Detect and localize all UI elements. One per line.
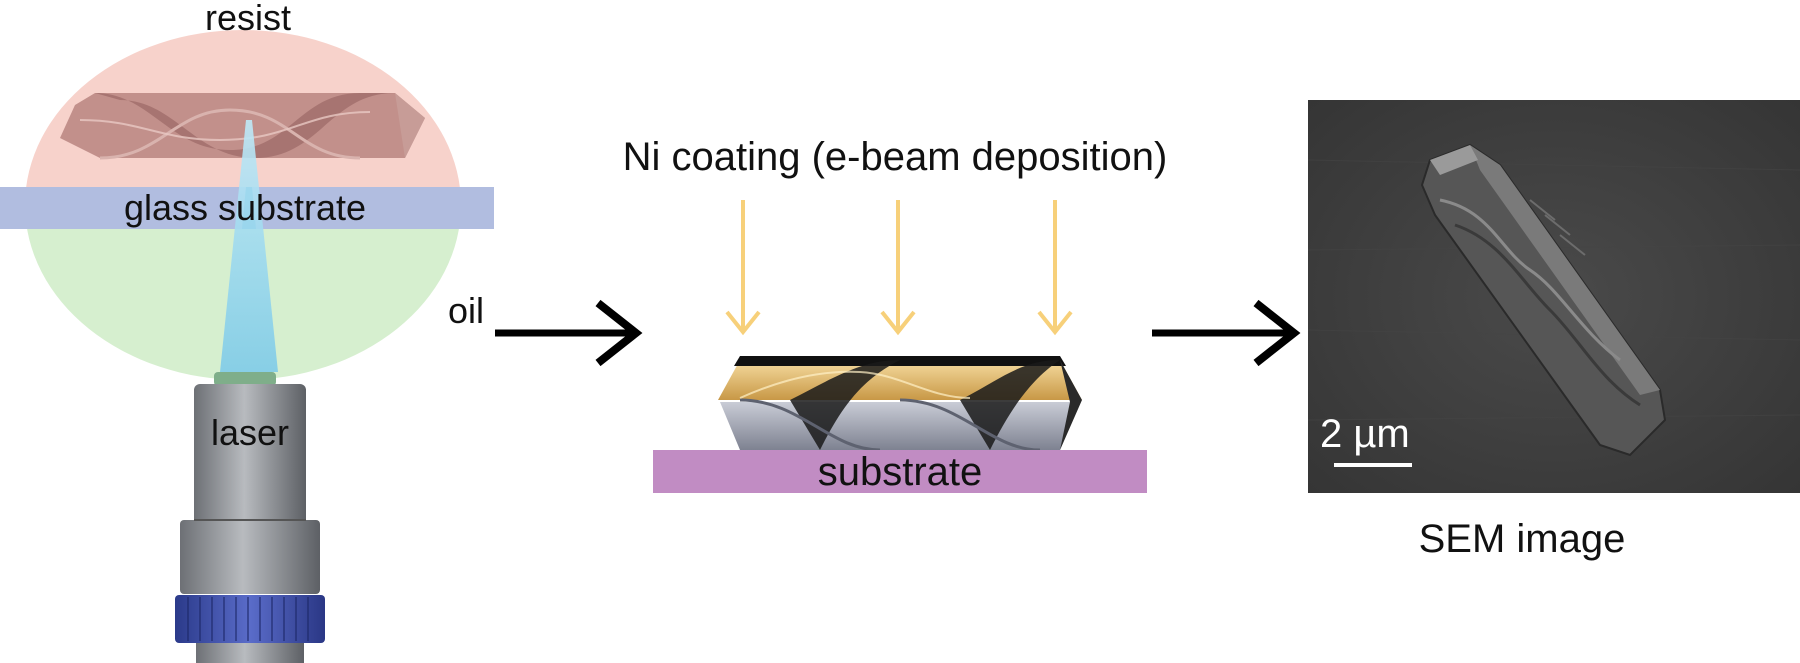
laser-label: laser [211, 412, 289, 453]
ni-coating-step: Ni coating (e-beam deposition) substrate [623, 135, 1168, 494]
ni-coated-helix-structure [718, 356, 1082, 452]
oil-label: oil [448, 290, 484, 331]
helical-microstructure-sem [1420, 143, 1667, 457]
deposition-arrows [725, 200, 1073, 336]
scale-bar-label: 2 µm [1320, 412, 1410, 456]
twisted-helix-structure [60, 93, 425, 160]
process-arrow-2 [1152, 299, 1301, 367]
process-arrow-1 [495, 299, 643, 367]
dlw-setup: resist glass substrate oil laser [0, 0, 494, 663]
microscope-objective-icon [175, 372, 325, 663]
sem-image-panel: 2 µm SEM image [1307, 100, 1800, 561]
glass-substrate-label: glass substrate [124, 187, 366, 228]
ni-coating-label: Ni coating (e-beam deposition) [623, 135, 1168, 179]
resist-label: resist [205, 0, 291, 38]
substrate [653, 450, 1147, 493]
laser-beam [220, 120, 278, 372]
sem-image-label: SEM image [1419, 517, 1626, 561]
substrate-label: substrate [818, 450, 983, 494]
